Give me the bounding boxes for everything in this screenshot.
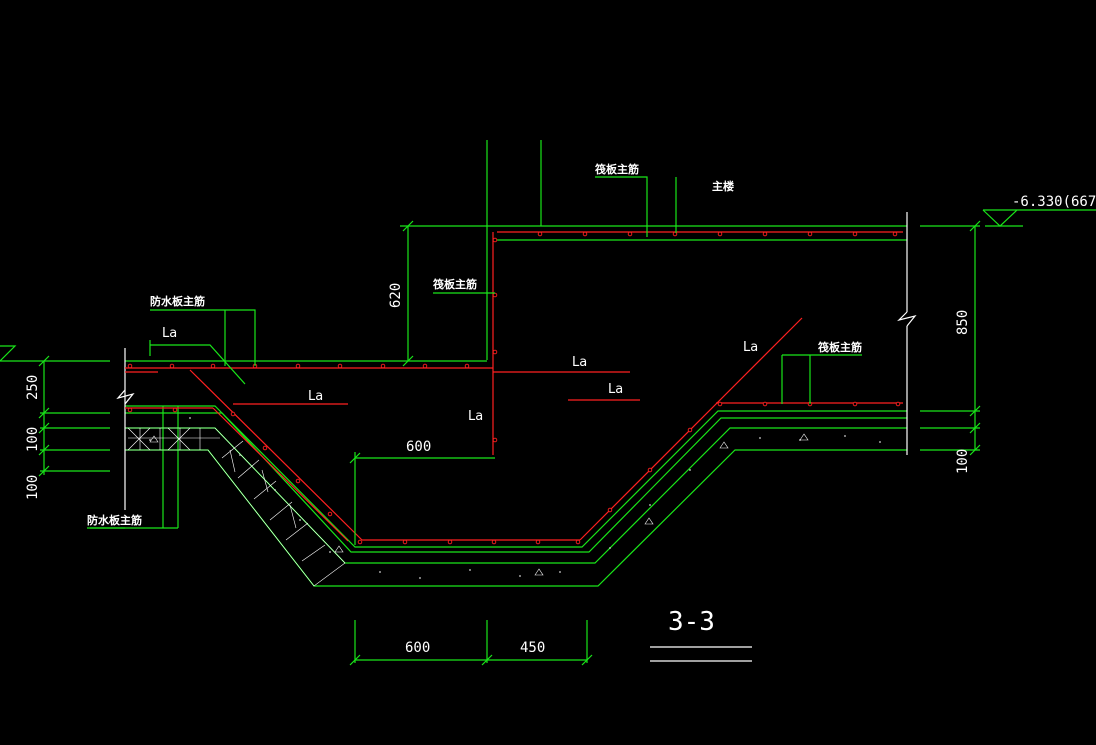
la-right: La — [743, 340, 758, 355]
label-raft-main-right: 筏板主筋 — [818, 340, 862, 354]
brick-hatch — [125, 427, 346, 587]
la-vertical: La — [468, 409, 483, 424]
label-raft-main-top: 筏板主筋 — [595, 162, 639, 176]
label-raft-main-mid: 筏板主筋 — [433, 277, 477, 291]
dim-850: 850 — [955, 310, 971, 335]
rebar-lines — [125, 231, 903, 542]
elevation-label: -6.330(667.570 — [1012, 194, 1096, 210]
label-waterproof-bottom: 防水板主筋 — [87, 513, 142, 527]
structure-outline — [90, 140, 917, 587]
label-main-building: 主楼 — [712, 179, 734, 193]
dimension-lines — [0, 209, 1096, 666]
dim-250: 250 — [25, 375, 41, 400]
dim-100-a: 100 — [25, 427, 41, 452]
dim-450-bottom: 450 — [520, 640, 545, 656]
la-center-2: La — [608, 382, 623, 397]
label-waterproof-top: 防水板主筋 — [150, 294, 205, 308]
rebar-dots — [127, 231, 901, 545]
dim-100-b: 100 — [25, 475, 41, 500]
la-left-low: La — [308, 389, 323, 404]
dim-600-mid: 600 — [406, 439, 431, 455]
leader-lines — [87, 176, 862, 529]
dim-600-bottom: 600 — [405, 640, 430, 656]
dim-100-right: 100 — [955, 449, 971, 474]
la-left-top: La — [162, 326, 177, 341]
concrete-specks — [149, 417, 881, 579]
la-center-1: La — [572, 355, 587, 370]
section-title: 3-3 — [668, 607, 715, 637]
dim-620: 620 — [388, 283, 404, 308]
